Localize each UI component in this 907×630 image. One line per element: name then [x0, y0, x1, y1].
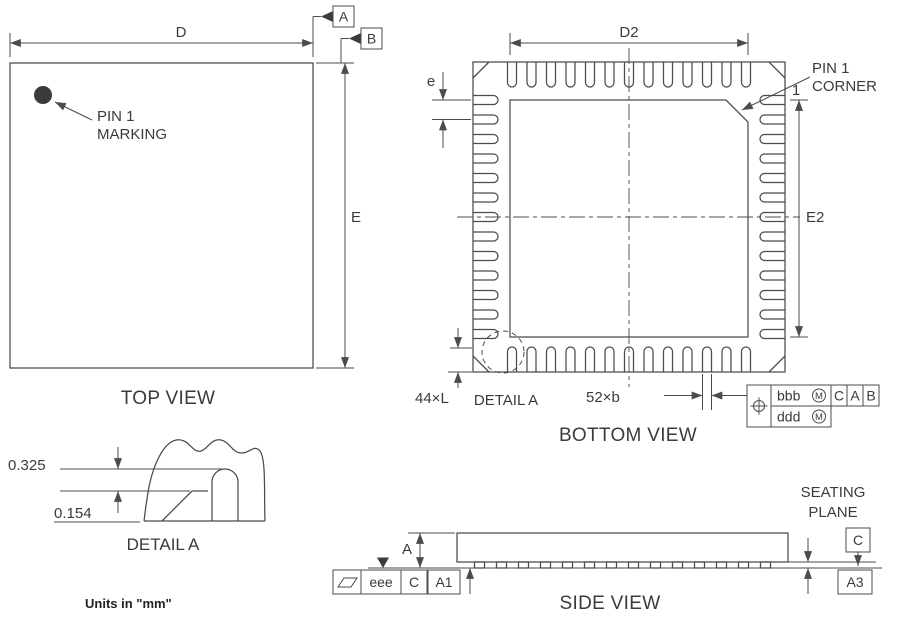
datum-b-box: [360, 27, 383, 50]
dim-a1-box: [427, 569, 461, 595]
top-view-body-outline: [9, 62, 314, 369]
side-view-lead-pads: [473, 561, 772, 569]
units-note: Units in "mm": [85, 596, 172, 611]
fcf-datum-a-label: A: [850, 388, 860, 404]
detail-break-outline: [143, 439, 266, 522]
side-view-body-outline: [456, 532, 789, 563]
side-view: A eee C A1 SEATING PLANE C A3 SIDE VIEW: [332, 484, 882, 614]
bottom-view: D2 E2 e PIN 1 CORNER 1 44×L DETAIL A 52×…: [415, 24, 880, 446]
eee-symbol-cell: [332, 569, 362, 595]
pin1-corner-label-line1: PIN 1: [812, 60, 850, 77]
corner-chamfer-tr: [768, 61, 786, 79]
pin1-corner-label-line2: CORNER: [812, 78, 877, 95]
flatness-symbol-icon: [337, 577, 358, 588]
dim-a3-box: [837, 569, 873, 595]
fcf-ddd-cell: [770, 405, 832, 428]
top-view: PIN 1 MARKING D E A B TOP VIEW: [9, 5, 383, 409]
bottom-view-title: BOTTOM VIEW: [559, 425, 697, 446]
dim-e-label: E: [351, 209, 361, 226]
dim-a3-label: A3: [846, 574, 863, 590]
lead-width-label: 52×b: [586, 389, 620, 406]
datum-a-box: [332, 5, 355, 28]
seating-plane-label-line1: SEATING: [801, 484, 866, 501]
pin1-marking-label-line1: PIN 1: [97, 108, 135, 125]
datum-a-arrow-icon: [321, 11, 333, 22]
detail-dim-upper-label: 0.325: [8, 457, 46, 474]
fcf-bbb-modifier: M: [815, 391, 823, 402]
fcf-bbb-label: bbb: [777, 388, 801, 404]
detail-chamfer-line: [161, 490, 193, 522]
fcf-ddd-label: ddd: [777, 409, 800, 425]
dim-e-pitch-label: e: [427, 73, 435, 90]
seating-plane-arrow-icon: [377, 557, 389, 568]
seating-plane-label-line2: PLANE: [808, 504, 857, 521]
corner-chamfer-tl: [472, 61, 490, 79]
pin1-marking-label-line2: MARKING: [97, 126, 167, 143]
side-view-title: SIDE VIEW: [560, 593, 661, 614]
datum-b-label: B: [367, 31, 376, 47]
detail-a-callout-label: DETAIL A: [474, 392, 538, 409]
pin1-corner-leader: [741, 76, 811, 111]
thermal-pad-outline: [509, 99, 749, 338]
detail-lead-slot: [211, 468, 239, 521]
fcf-datum-c-label: C: [834, 388, 844, 404]
dim-a1-label: A1: [435, 574, 452, 590]
fcf-ddd-modifier: M: [815, 412, 823, 423]
datum-a-label: A: [339, 9, 349, 25]
mmc-symbol-icon: [812, 409, 826, 424]
coplanarity-tolerance-frame: eee C: [332, 557, 428, 595]
corner-chamfer-bl: [472, 355, 490, 373]
eee-datum-cell: [400, 569, 428, 595]
eee-value-label: eee: [369, 574, 393, 590]
mmc-symbol-icon: [812, 388, 826, 403]
pin1-marking-dot: [34, 86, 52, 104]
dim-a-label: A: [402, 541, 412, 558]
datum-b-arrow-icon: [349, 33, 361, 44]
lead-length-label: 44×L: [415, 390, 449, 407]
detail-a-title: DETAIL A: [127, 535, 200, 554]
fcf-datum-b-label: B: [866, 388, 875, 404]
dim-e2-label: E2: [806, 209, 824, 226]
position-tolerance-frame: bbb M ddd M C A B: [746, 384, 880, 428]
pin1-marking-leader: [54, 101, 93, 121]
detail-a-callout-circle: [481, 330, 525, 374]
eee-datum-label: C: [409, 574, 419, 590]
top-view-title: TOP VIEW: [121, 388, 216, 409]
detail-dim-lower-label: 0.154: [54, 505, 92, 522]
datum-c-label: C: [853, 532, 863, 548]
corner-chamfer-br: [768, 355, 786, 373]
perimeter-lead-slots: [473, 62, 785, 372]
dim-d2-label: D2: [619, 24, 638, 41]
detail-a-view: 0.325 0.154 DETAIL A: [8, 439, 266, 554]
dim-d-label: D: [176, 24, 187, 41]
fcf-datum-b-cell: [862, 384, 880, 407]
pin1-number-label: 1: [792, 82, 800, 99]
